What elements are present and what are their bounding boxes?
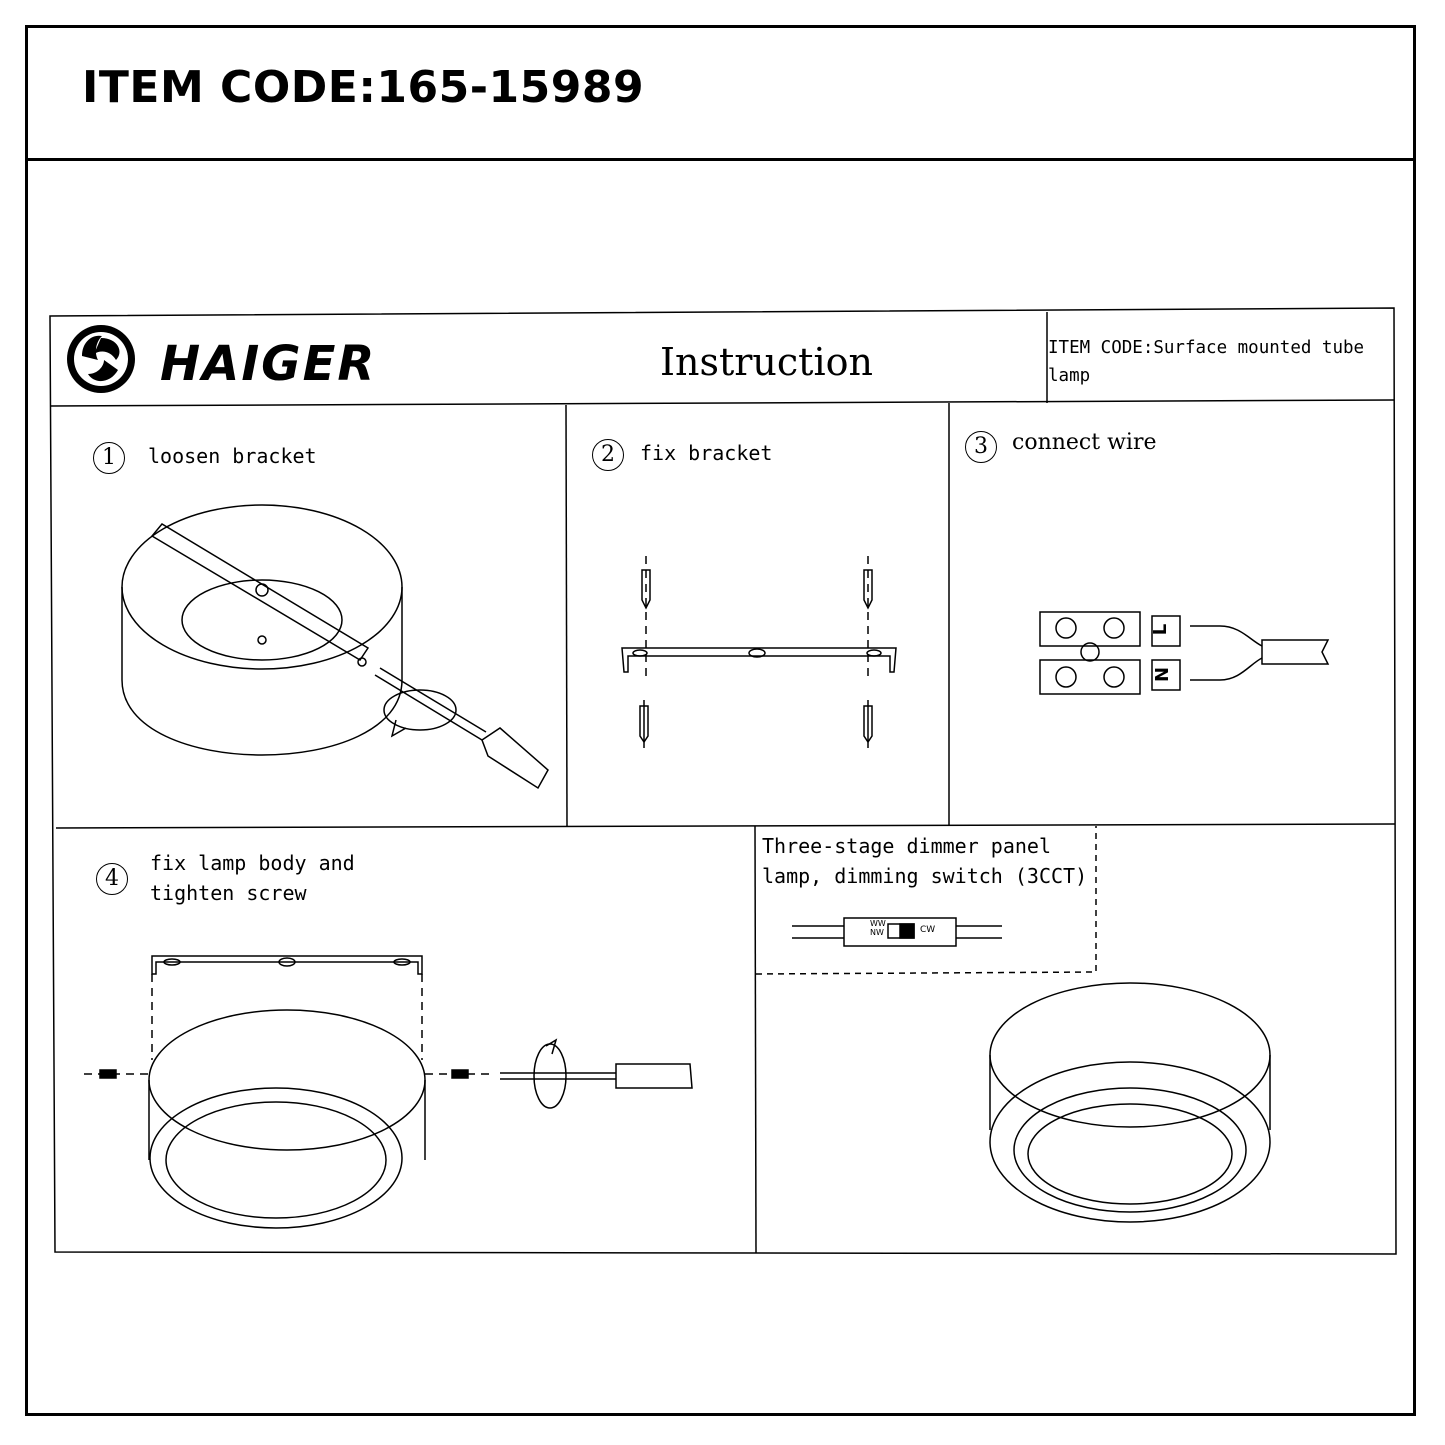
row-divider xyxy=(55,823,1396,829)
step4-label-line2: tighten screw xyxy=(150,881,307,905)
step3-terminal-block xyxy=(1039,611,1330,695)
step1-illustration xyxy=(121,504,549,790)
step4-label-line1: fix lamp body and xyxy=(150,851,355,875)
dimmer-callout-border xyxy=(755,826,1097,975)
page-frame: ITEM CODE:165-15989 xyxy=(25,25,1416,1416)
brand-wordmark: HAIGER xyxy=(160,336,377,392)
step1-number-badge: 1 xyxy=(93,442,125,474)
terminal-n-label: N xyxy=(1152,666,1174,683)
header-bar: ITEM CODE:165-15989 xyxy=(28,28,1413,161)
step4-number-badge: 4 xyxy=(96,863,128,895)
instruction-title: Instruction xyxy=(660,340,873,384)
item-code-line1: ITEM CODE:Surface mounted tube xyxy=(1048,338,1365,358)
dimmer-switch-illustration xyxy=(792,917,1002,947)
step1-divider xyxy=(565,404,568,827)
item-code-line2: lamp xyxy=(1048,366,1091,386)
step1-label: loosen bracket xyxy=(148,444,317,468)
step4-divider xyxy=(754,825,757,1254)
sheet-header-divider xyxy=(50,399,1395,407)
dimmer-ww-label: WW xyxy=(870,919,886,928)
haiger-logo-icon xyxy=(67,325,135,393)
terminal-l-label: L xyxy=(1150,623,1172,636)
dimmer-nw-label: NW xyxy=(870,928,884,937)
dimmer-caption-line2: lamp, dimming switch (3CCT) xyxy=(762,864,1088,888)
step3-label: connect wire xyxy=(1012,430,1157,455)
step3-number-badge: 3 xyxy=(965,431,997,463)
step4-illustration xyxy=(84,955,693,1229)
step2-number-badge: 2 xyxy=(592,439,624,471)
sheet-border xyxy=(49,307,1397,1255)
dimmer-cw-label: CW xyxy=(920,925,936,935)
step2-illustration xyxy=(621,556,897,748)
step2-label: fix bracket xyxy=(640,441,773,465)
item-code-title: ITEM CODE:165-15989 xyxy=(82,62,645,113)
step1-bracket xyxy=(150,523,370,662)
dimmer-caption-line1: Three-stage dimmer panel xyxy=(762,834,1051,858)
final-lamp-illustration xyxy=(989,982,1271,1223)
